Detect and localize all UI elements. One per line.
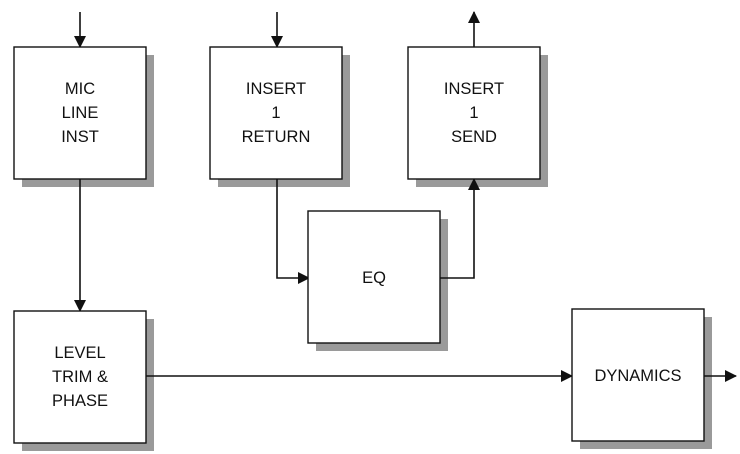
- block-label-line-3: INST: [61, 128, 99, 146]
- block-label-line-1: EQ: [362, 269, 386, 287]
- block-label-line-1: MIC: [65, 80, 95, 98]
- block-label-line-3: RETURN: [242, 128, 311, 146]
- block-dynamics: DYNAMICS: [571, 308, 705, 442]
- block-level-trim-phase: LEVEL TRIM & PHASE: [13, 310, 147, 444]
- block-label-line-3: SEND: [451, 128, 497, 146]
- arrow-return-to-eq: [276, 179, 310, 284]
- block-insert-1-return: INSERT 1 RETURN: [209, 46, 343, 180]
- block-label-line-2: 1: [271, 104, 280, 122]
- block-label-line-2: TRIM &: [52, 368, 108, 386]
- block-insert-1-send: INSERT 1 SEND: [407, 46, 541, 180]
- arrow-eq-to-send: [440, 178, 480, 279]
- block-label-line-2: 1: [469, 104, 478, 122]
- connections: [74, 11, 737, 382]
- block-label-line-3: PHASE: [52, 392, 108, 410]
- block-mic-line-inst: MIC LINE INST: [13, 46, 147, 180]
- block-eq: EQ: [307, 210, 441, 344]
- block-label-line-1: INSERT: [444, 80, 504, 98]
- block-label-line-1: INSERT: [246, 80, 306, 98]
- block-label-line-1: LEVEL: [54, 344, 105, 362]
- block-label-line-2: LINE: [62, 104, 99, 122]
- block-label-line-1: DYNAMICS: [594, 367, 681, 385]
